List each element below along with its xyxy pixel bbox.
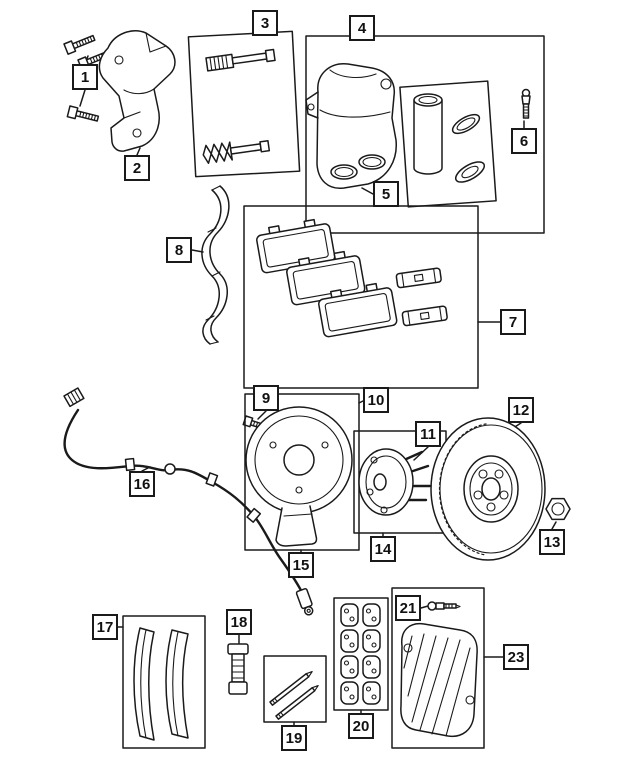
guide-pin-kit-box [187,30,301,178]
spindle-nut [545,497,571,521]
shim-kit-box [333,597,389,711]
guide-pin-upper [205,48,276,72]
callout-13[interactable]: 13 [539,529,565,555]
callout-20[interactable]: 20 [348,713,374,739]
abutment-spring-bracket [201,185,230,345]
callout-7[interactable]: 7 [500,309,526,335]
pad-hardware-clips [395,267,448,327]
guide-pin-lower [202,140,271,165]
rear-brake-pads [133,627,189,741]
brake-caliper [305,63,397,189]
caliper-piston [413,93,443,175]
splash-shield [245,406,353,547]
callout-12[interactable]: 12 [508,397,534,423]
callout-23[interactable]: 23 [503,644,529,670]
pad-shims [340,603,381,705]
caliper-assembly-box [305,35,545,234]
callout-1[interactable]: 1 [72,64,98,90]
callout-21[interactable]: 21 [395,595,421,621]
splash-shield-box [244,393,360,551]
rear-brake-caliper [400,622,478,738]
callout-4[interactable]: 4 [349,15,375,41]
callout-9[interactable]: 9 [253,385,279,411]
rear-pads-box [122,615,206,749]
callout-19[interactable]: 19 [281,725,307,751]
callout-3[interactable]: 3 [252,10,278,36]
guide-pins [269,671,319,720]
rear-caliper-box [391,587,485,749]
callout-17[interactable]: 17 [92,614,118,640]
callout-16[interactable]: 16 [129,471,155,497]
callout-15[interactable]: 15 [288,552,314,578]
piston-seals [451,113,486,183]
wheel-speed-sensor [63,387,314,616]
brake-pads-box [243,205,479,389]
callout-18[interactable]: 18 [226,609,252,635]
callout-10[interactable]: 10 [363,387,389,413]
callout-5[interactable]: 5 [373,181,399,207]
piston-seal-kit-box [399,80,497,208]
brake-rotor [430,417,546,561]
front-brake-pads [256,218,398,338]
callout-6[interactable]: 6 [511,128,537,154]
callout-14[interactable]: 14 [370,536,396,562]
hub-bearing [358,448,432,516]
pad-retainer-clip [227,643,249,695]
callout-11[interactable]: 11 [415,421,441,447]
callout-2[interactable]: 2 [124,155,150,181]
bleeder-screw [521,88,531,119]
caliper-mounting-bracket [98,30,176,152]
pin-kit-box [263,655,327,723]
rear-bleeder-screw [427,601,461,611]
callout-8[interactable]: 8 [166,237,192,263]
